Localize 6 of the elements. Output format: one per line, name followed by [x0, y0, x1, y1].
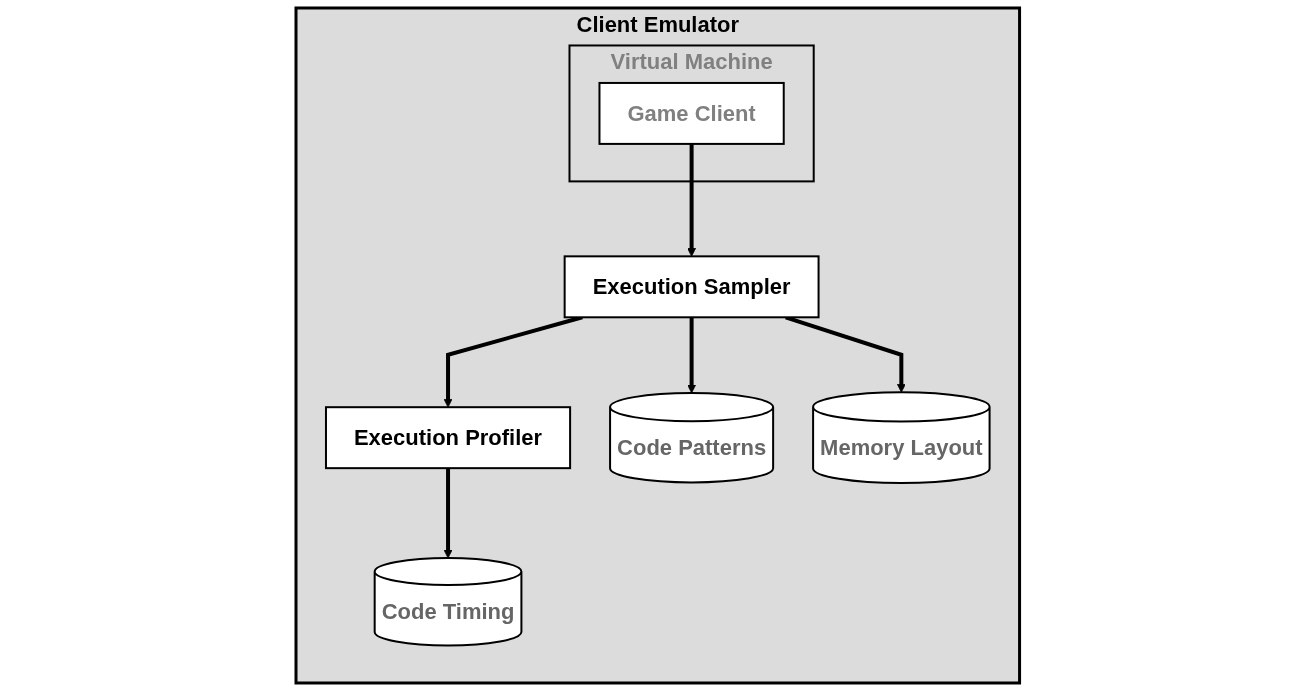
- node-box: Game Client: [598, 81, 785, 145]
- arrow: [686, 317, 696, 394]
- node-box: Execution Sampler: [563, 255, 820, 319]
- arrow: [443, 468, 453, 559]
- node-box: Execution Profiler: [324, 406, 571, 470]
- arrow: [686, 143, 696, 257]
